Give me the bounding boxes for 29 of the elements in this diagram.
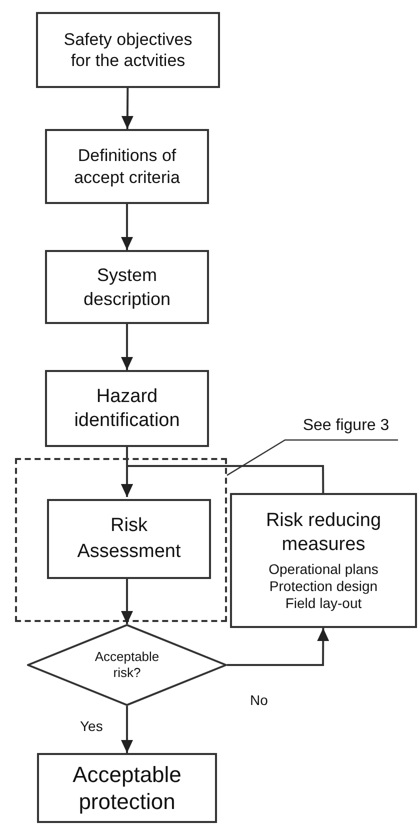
node-detail-text: Protection design <box>268 578 379 595</box>
node-label: Acceptable risk? <box>94 649 160 681</box>
node-label: Acceptable protection <box>72 761 182 815</box>
arrow <box>227 628 330 666</box>
leader-line <box>226 439 399 476</box>
node-label: System description <box>82 264 172 311</box>
arrow <box>121 577 133 624</box>
arrow <box>121 465 324 497</box>
node-label: Risk reducing measures <box>264 509 382 557</box>
node-label: Safety objectives for the actvities <box>62 29 194 71</box>
process-box <box>230 493 417 628</box>
process-box <box>36 12 220 88</box>
node-label: See figure 3 <box>302 416 390 436</box>
dashed-boundary-box <box>15 458 227 622</box>
arrow <box>121 88 134 130</box>
node-label: Hazard identification <box>73 384 181 432</box>
node-label: Definitions of accept criteria <box>73 144 181 188</box>
arrow <box>121 204 133 250</box>
decision-diamond <box>27 624 227 706</box>
node-detail-text: Field lay-out <box>284 595 363 612</box>
process-box <box>47 499 211 579</box>
arrow <box>121 706 133 753</box>
node-label: Risk Assessment <box>76 514 182 564</box>
terminal-box <box>37 753 217 823</box>
node-detail-text: Operational plans <box>268 561 380 578</box>
process-box <box>45 370 209 447</box>
process-box <box>45 129 209 204</box>
process-box <box>45 250 209 324</box>
arrow <box>121 324 133 370</box>
